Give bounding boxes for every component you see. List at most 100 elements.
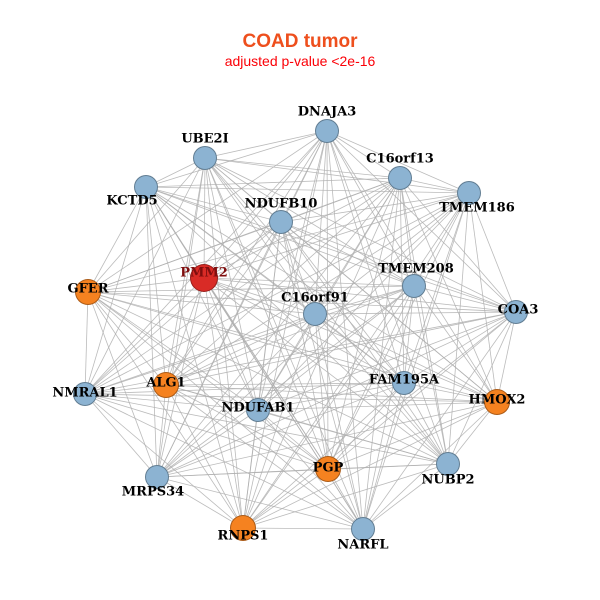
node-pmm2	[190, 264, 218, 292]
node-label-narfl: NARFL	[337, 537, 389, 553]
edge	[203, 157, 206, 279]
edge	[84, 393, 498, 403]
edge	[447, 311, 517, 465]
edge	[204, 157, 415, 287]
edge	[314, 313, 449, 465]
edge	[362, 192, 470, 530]
edge	[145, 186, 470, 194]
edge	[84, 393, 259, 411]
edge	[362, 311, 517, 530]
edge	[314, 311, 517, 315]
edge	[326, 130, 364, 530]
edge	[362, 285, 415, 530]
edge	[280, 221, 517, 313]
node-coa3	[504, 300, 528, 324]
edge	[280, 221, 498, 403]
edge	[413, 192, 470, 287]
edge	[156, 311, 517, 478]
edge	[399, 177, 449, 465]
node-gfer	[75, 279, 101, 305]
edge	[84, 393, 158, 478]
node-label-alg1: ALG1	[146, 375, 186, 391]
edge	[165, 384, 364, 530]
node-label-hmox2: HMOX2	[468, 392, 526, 408]
edge	[165, 384, 329, 470]
edge	[242, 130, 328, 529]
edge	[413, 285, 498, 403]
edge	[165, 177, 401, 386]
edge	[145, 186, 517, 313]
node-ube2i	[193, 146, 217, 170]
edge	[257, 192, 470, 411]
edge	[156, 313, 316, 478]
edge	[242, 382, 405, 529]
edge	[203, 277, 244, 529]
edge	[242, 177, 401, 529]
edge	[84, 393, 244, 529]
edge	[203, 277, 415, 287]
node-label-pgp: PGP	[312, 460, 344, 476]
edge	[327, 192, 470, 470]
node-fam195a	[392, 371, 416, 395]
edge	[403, 311, 517, 384]
edge	[84, 186, 147, 395]
edge	[280, 221, 316, 315]
node-tmem186	[457, 181, 481, 205]
edge	[326, 130, 329, 470]
node-nubp2	[436, 452, 460, 476]
edge	[257, 401, 498, 411]
node-label-ndufb10: NDUFB10	[244, 196, 318, 212]
edge	[87, 291, 259, 411]
edge	[165, 311, 517, 386]
edge	[156, 476, 244, 529]
node-tmem208	[402, 274, 426, 298]
edge	[87, 291, 316, 315]
edge	[87, 291, 364, 530]
node-dnaja3	[315, 119, 339, 143]
edge	[84, 393, 449, 465]
edge	[326, 130, 401, 179]
edge	[204, 157, 401, 179]
edge	[156, 285, 415, 478]
edge	[203, 277, 517, 313]
edge	[413, 285, 517, 313]
edge	[203, 277, 316, 315]
edge	[203, 277, 405, 384]
edge	[87, 186, 147, 293]
edge	[156, 401, 498, 478]
edge	[204, 157, 405, 384]
edge	[413, 285, 449, 465]
chart-subtitle: adjusted p-value <2e-16	[224, 53, 376, 69]
node-label-ndufab1: NDUFAB1	[221, 400, 295, 416]
edge	[204, 157, 470, 194]
node-label-dnaja3: DNAJA3	[297, 104, 357, 120]
edge	[145, 186, 244, 529]
node-hmox2	[484, 389, 510, 415]
node-label-ube2i: UBE2I	[181, 131, 229, 147]
edge	[280, 221, 449, 465]
edge	[156, 221, 282, 478]
edge	[145, 186, 167, 386]
node-nmral1	[73, 382, 97, 406]
edge	[242, 468, 329, 529]
node-narfl	[351, 517, 375, 541]
node-label-nmral1: NMRAL1	[52, 385, 118, 401]
edge	[257, 382, 405, 411]
edge	[156, 409, 259, 478]
edge	[165, 382, 405, 386]
edge	[84, 221, 282, 395]
node-kctd5	[134, 175, 158, 199]
node-label-mrps34: MRPS34	[121, 484, 185, 500]
edge	[314, 192, 470, 315]
edge	[165, 277, 205, 386]
edge	[156, 476, 364, 530]
edge	[145, 186, 405, 384]
edge	[204, 157, 517, 313]
edge	[87, 291, 498, 403]
edge	[280, 221, 405, 384]
edge	[165, 384, 244, 529]
node-label-gfer: GFER	[67, 281, 109, 297]
edge	[326, 130, 470, 194]
node-label-c16orf91: C16orf91	[281, 290, 349, 306]
edge	[314, 285, 415, 315]
